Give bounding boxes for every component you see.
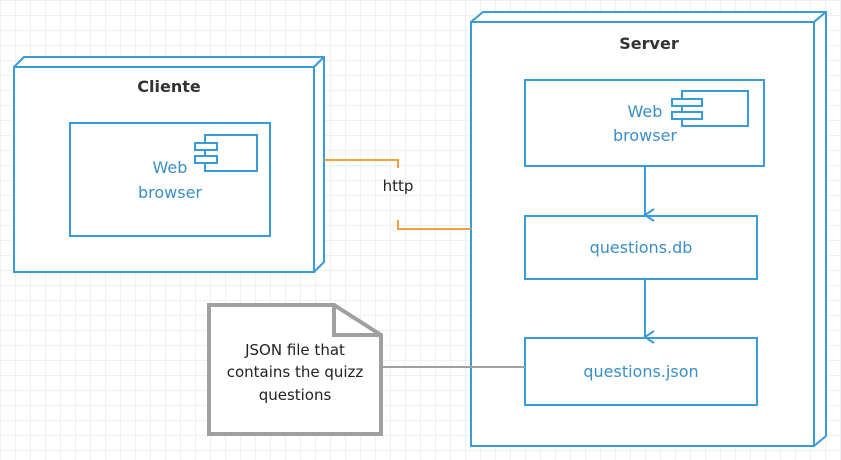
http-label: http: [383, 177, 414, 195]
note-shape: [207, 303, 383, 436]
cliente-component-label-line2: browser: [138, 183, 202, 202]
server-component-label-line1: Web: [628, 102, 663, 121]
server-node-title: Server: [619, 34, 679, 53]
http-line-left-segment: [324, 159, 399, 168]
note-fold: [332, 305, 381, 337]
questions-db-label: questions.db: [590, 238, 693, 257]
note-line-1: JSON file that: [244, 341, 345, 359]
cliente-node-top-face: [13, 56, 325, 68]
server-component-label-line2: browser: [613, 126, 677, 145]
questions-db-rect: [524, 215, 758, 280]
note[interactable]: JSON file that contains the quizz questi…: [207, 303, 525, 436]
questions-json-rect: [524, 337, 758, 406]
server-node-side-face: [813, 11, 827, 447]
server-node[interactable]: Server Web browser questions.db question…: [470, 11, 827, 447]
http-line-right-segment: [397, 220, 471, 230]
http-connection[interactable]: http: [324, 159, 471, 230]
cliente-node-title: Cliente: [137, 77, 201, 96]
questions-json-label: questions.json: [583, 362, 698, 381]
server-node-top-face: [470, 11, 827, 23]
server-web-browser-component[interactable]: Web browser: [524, 79, 765, 167]
component-icon: [194, 134, 258, 172]
component-icon: [671, 90, 749, 127]
note-line-2: contains the quizz: [227, 363, 364, 381]
questions-db-box[interactable]: questions.db: [524, 215, 758, 280]
note-line-3: questions: [259, 386, 332, 404]
cliente-web-browser-component[interactable]: Web browser: [69, 122, 271, 237]
cliente-node[interactable]: Cliente Web browser: [13, 56, 325, 273]
questions-json-box[interactable]: questions.json: [524, 337, 758, 406]
cliente-component-label-line1: Web: [153, 158, 188, 177]
cliente-node-side-face: [313, 56, 325, 273]
